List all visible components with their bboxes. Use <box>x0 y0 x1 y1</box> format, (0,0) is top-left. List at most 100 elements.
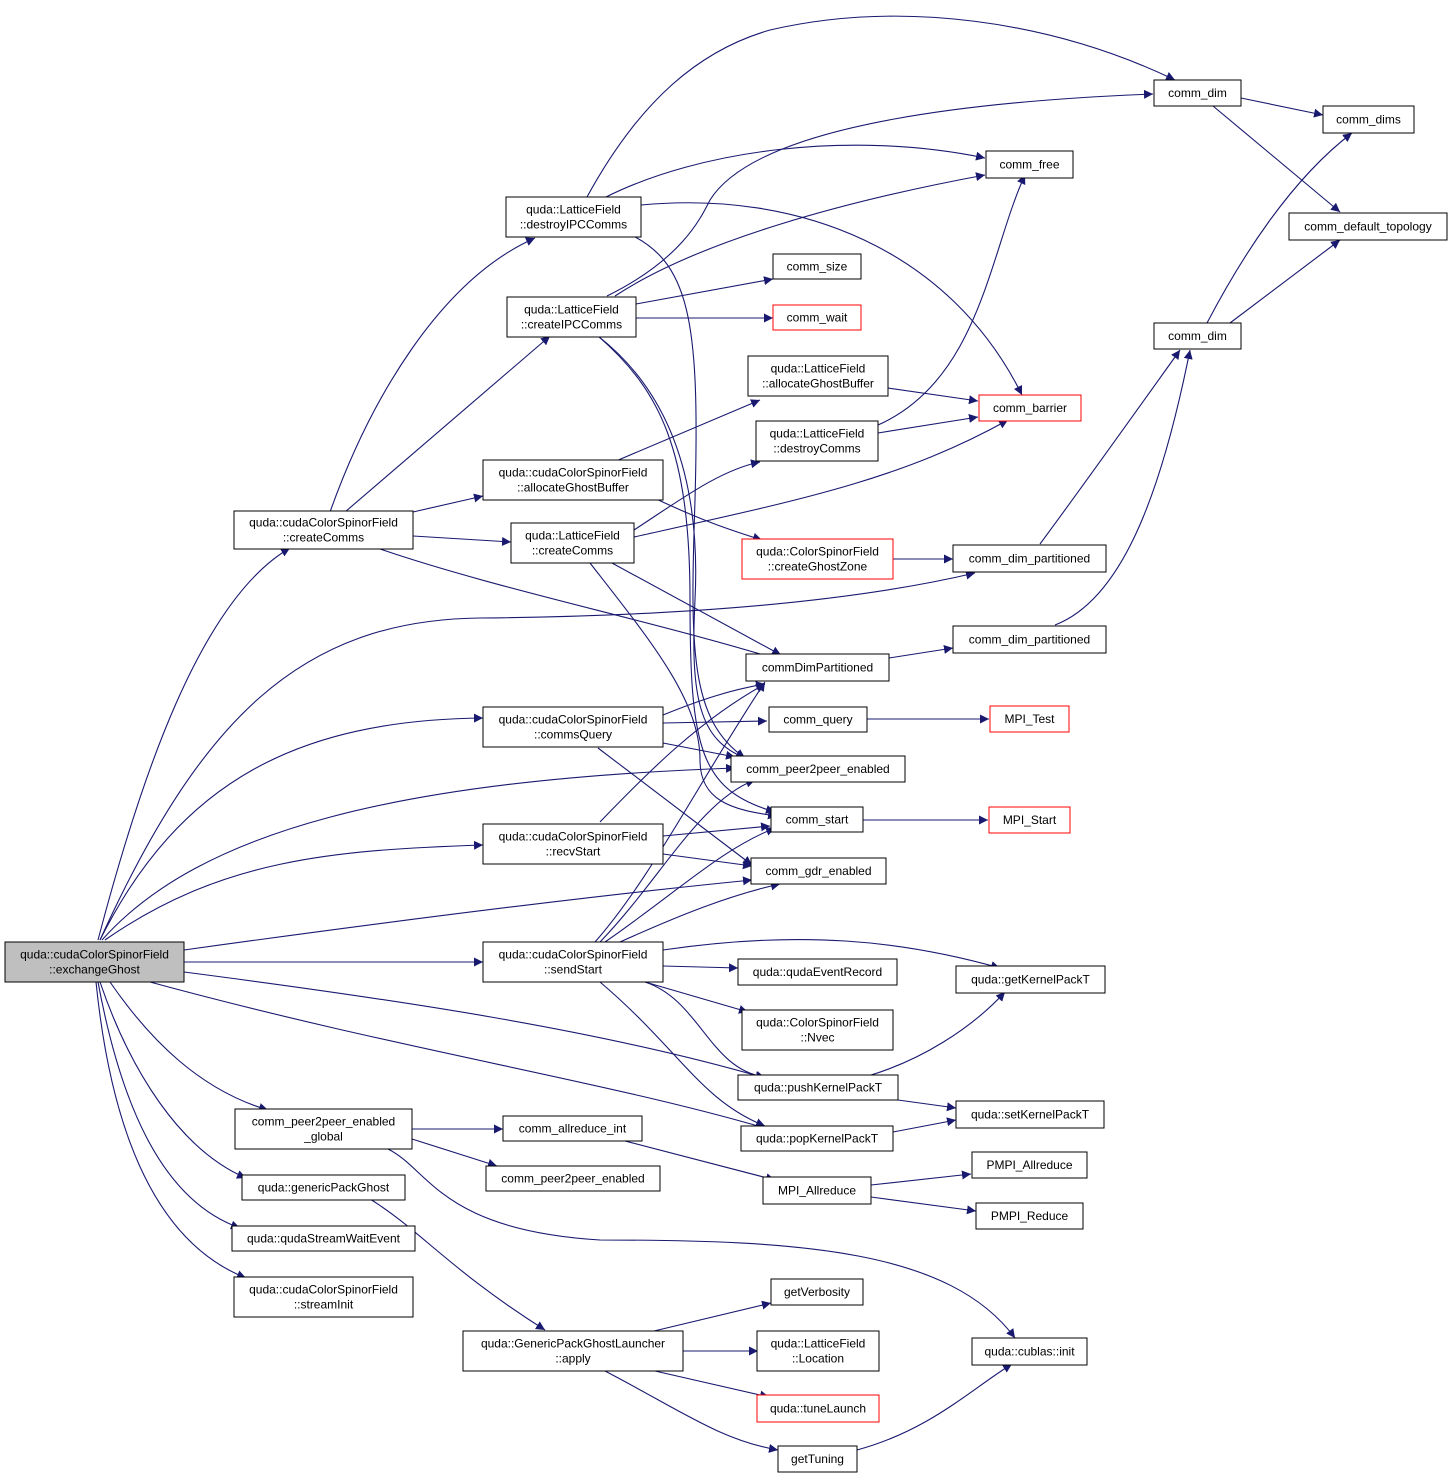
node-get-kernel-pack[interactable]: quda::getKernelPackT <box>955 965 1106 994</box>
node-launcher[interactable]: quda::GenericPackGhostLauncher::apply <box>462 1330 684 1372</box>
node-box <box>750 857 887 885</box>
node-p2p-global[interactable]: comm_peer2peer_enabled_global <box>234 1108 413 1150</box>
node-box <box>1153 79 1242 107</box>
node-label: comm_dims <box>1336 113 1401 127</box>
node-create-comms[interactable]: quda::cudaColorSpinorField::createComms <box>233 510 414 550</box>
node-label: comm_dim <box>1168 329 1227 343</box>
node-label: MPI_Test <box>1004 712 1055 726</box>
node-label: ::createGhostZone <box>768 560 868 574</box>
edge-destroyIPC-commFree <box>605 144 986 198</box>
node-label: PMPI_Reduce <box>991 1209 1069 1223</box>
edge-sendStart-commStart <box>604 827 776 943</box>
edge-commDim1-commDefTopo <box>1212 105 1341 213</box>
node-mpi-start[interactable]: MPI_Start <box>988 806 1071 834</box>
node-comms-query[interactable]: quda::cudaColorSpinorField::commsQuery <box>482 706 664 748</box>
node-mpi-allreduce[interactable]: MPI_Allreduce <box>762 1176 872 1205</box>
edge-sendStart-pushKernel <box>644 981 766 1081</box>
node-comm-dim-part[interactable]: commDimPartitioned <box>745 653 890 682</box>
node-label: ::destroyIPCComms <box>520 218 627 232</box>
node-label: quda::popKernelPackT <box>756 1132 879 1146</box>
node-mpi-test[interactable]: MPI_Test <box>989 705 1070 733</box>
node-box <box>747 355 889 397</box>
node-comm-dim-part3[interactable]: comm_dim_partitioned <box>952 625 1107 654</box>
node-comm-dim-part2[interactable]: comm_dim_partitioned <box>952 544 1107 573</box>
node-get-tuning[interactable]: getTuning <box>777 1445 858 1473</box>
node-box <box>772 304 862 331</box>
edge-createIPC-p2pEnabled <box>597 335 746 759</box>
node-send-start[interactable]: quda::cudaColorSpinorField::sendStart <box>482 941 664 983</box>
node-label: comm_barrier <box>993 401 1067 415</box>
node-allreduce-int[interactable]: comm_allreduce_int <box>502 1115 643 1142</box>
node-push-kernel[interactable]: quda::pushKernelPackT <box>737 1074 899 1101</box>
edge-commsQuery-p2pEnabled <box>662 742 736 760</box>
edge-sendStart-nvec <box>644 981 749 1014</box>
node-nvec[interactable]: quda::ColorSpinorField::Nvec <box>741 1009 894 1051</box>
node-label: quda::cudaColorSpinorField <box>249 516 398 530</box>
edge-root-p2pGlobal <box>109 981 269 1112</box>
node-cublas-init[interactable]: quda::cublas::init <box>971 1337 1088 1366</box>
node-stream-init[interactable]: quda::cudaColorSpinorField::streamInit <box>233 1276 414 1318</box>
node-box <box>4 941 185 983</box>
node-get-verbosity[interactable]: getVerbosity <box>770 1278 864 1306</box>
node-tune-launch[interactable]: quda::tuneLaunch <box>756 1394 880 1423</box>
node-set-kernel-pack[interactable]: quda::setKernelPackT <box>955 1100 1105 1129</box>
edge-createComms-createIPC <box>344 335 551 513</box>
node-pmpi-reduce[interactable]: PMPI_Reduce <box>975 1202 1084 1230</box>
node-box <box>502 1115 643 1142</box>
node-label: quda::LatticeField <box>525 529 620 543</box>
edge-commDim1-commDims <box>1240 97 1324 118</box>
node-create-comms-l-f[interactable]: quda::LatticeField::createComms <box>510 522 635 564</box>
node-pmpi-allreduce[interactable]: PMPI_Allreduce <box>971 1151 1088 1179</box>
node-create-i-p-c-comms[interactable]: quda::LatticeField::createIPCComms <box>506 296 637 338</box>
node-comm-def-topo[interactable]: comm_default_topology <box>1288 212 1448 241</box>
edge-destroyCommsLF-commFree <box>877 174 1026 426</box>
node-label: quda::LatticeField <box>771 1337 866 1351</box>
node-destroy-i-p-c-comms[interactable]: quda::LatticeField::destroyIPCComms <box>505 196 642 238</box>
edge-commsQuery-gdrEnabled <box>597 747 753 866</box>
node-label: getTuning <box>791 1452 844 1466</box>
node-label: quda::LatticeField <box>526 203 621 217</box>
node-alloc-ghost-c-s-f[interactable]: quda::cudaColorSpinorField::allocateGhos… <box>482 459 664 501</box>
node-create-ghost-zone[interactable]: quda::ColorSpinorField::createGhostZone <box>741 538 894 580</box>
node-comm-dim2[interactable]: comm_dim <box>1153 322 1242 350</box>
node-label: comm_free <box>999 158 1059 172</box>
node-box <box>482 823 664 865</box>
node-event-record[interactable]: quda::qudaEventRecord <box>737 958 898 986</box>
node-comm-barrier[interactable]: comm_barrier <box>978 394 1082 422</box>
node-comm-free[interactable]: comm_free <box>985 150 1074 179</box>
node-comm-dim1[interactable]: comm_dim <box>1153 79 1242 107</box>
node-box <box>1153 322 1242 350</box>
node-location[interactable]: quda::LatticeField::Location <box>756 1330 880 1372</box>
node-recv-start[interactable]: quda::cudaColorSpinorField::recvStart <box>482 823 664 865</box>
node-label: MPI_Allreduce <box>778 1184 856 1198</box>
edge-sendStart-popKernel <box>599 981 766 1127</box>
node-comm-dims[interactable]: comm_dims <box>1322 105 1415 134</box>
node-comm-wait[interactable]: comm_wait <box>772 304 862 331</box>
node-label: quda::cudaColorSpinorField <box>499 466 648 480</box>
node-gdr-enabled[interactable]: comm_gdr_enabled <box>750 857 887 885</box>
node-box <box>762 1176 872 1205</box>
node-pop-kernel[interactable]: quda::popKernelPackT <box>740 1125 894 1152</box>
edge-sendStart-getKernelPack <box>662 938 1001 970</box>
node-root[interactable]: quda::cudaColorSpinorField::exchangeGhos… <box>4 941 185 983</box>
node-label: ::streamInit <box>294 1298 354 1312</box>
node-comm-start[interactable]: comm_start <box>770 806 864 833</box>
edge-launcher-tuneLaunch <box>654 1370 770 1400</box>
node-label: ::createComms <box>532 544 613 558</box>
node-comm-query[interactable]: comm_query <box>768 706 868 733</box>
node-alloc-ghost-l-f[interactable]: quda::LatticeField::allocateGhostBuffer <box>747 355 889 397</box>
node-label: comm_allreduce_int <box>519 1122 627 1136</box>
node-destroy-comms-l-f[interactable]: quda::LatticeField::destroyComms <box>755 420 879 462</box>
node-label: PMPI_Allreduce <box>986 1158 1072 1172</box>
node-box <box>772 253 862 280</box>
node-p2p-enabled[interactable]: comm_peer2peer_enabled <box>730 755 906 783</box>
node-stream-wait[interactable]: quda::qudaStreamWaitEvent <box>231 1225 416 1252</box>
edge-root-commDimPart2 <box>99 570 976 941</box>
node-comm-size[interactable]: comm_size <box>772 253 862 280</box>
node-box <box>1288 212 1448 241</box>
node-generic-pack[interactable]: quda::genericPackGhost <box>241 1174 406 1201</box>
node-p2p-enabled2[interactable]: comm_peer2peer_enabled <box>485 1165 661 1192</box>
edge-pop-setKernelPack <box>892 1117 957 1133</box>
node-box <box>955 965 1106 994</box>
edge-allocCSF-createGhostZone <box>649 495 763 542</box>
